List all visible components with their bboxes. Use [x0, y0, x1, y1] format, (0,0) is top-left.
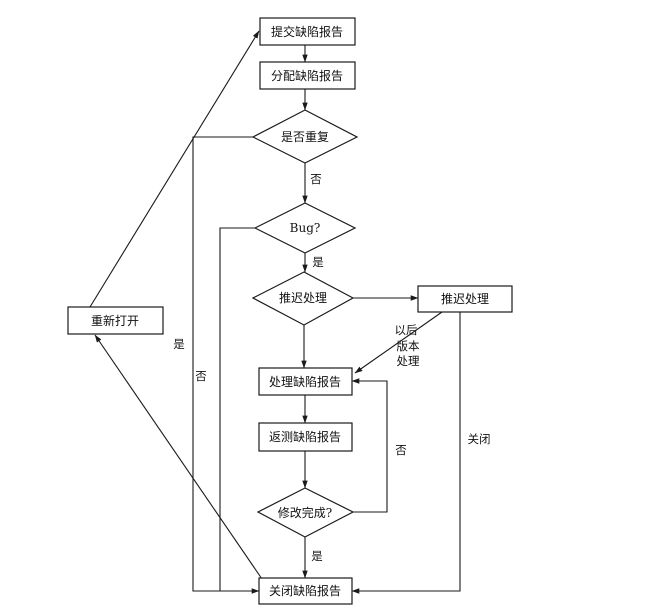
edge-defer-box-to-process: [354, 311, 443, 374]
label-fix-done: 是: [311, 549, 323, 563]
edge-defer-box-to-close: [351, 312, 461, 594]
node-duplicate-check: 是否重复: [251, 109, 359, 164]
label-not-bug: 否: [195, 369, 207, 383]
node-defer-check-label: 推迟处理: [279, 291, 327, 305]
node-assign: 分配缺陷报告: [259, 61, 356, 90]
edge-reopen-to-submit: [89, 30, 260, 308]
node-reopen: 重新打开: [67, 306, 164, 335]
edge-fix-not-done-loop: [351, 378, 388, 513]
label-later-version-line-2: 版本: [397, 339, 420, 353]
node-fix-done-check: 修改完成?: [256, 487, 355, 538]
node-retest-label: 返测缺陷报告: [269, 429, 341, 444]
node-submit: 提交缺陷报告: [259, 17, 356, 46]
node-defer-box: 推迟处理: [417, 285, 513, 313]
node-close: 关闭缺陷报告: [258, 577, 353, 605]
label-not-duplicate: 否: [310, 172, 322, 186]
edge-duplicate-yes-to-close: [192, 136, 260, 594]
node-defer-check: 推迟处理: [251, 271, 355, 326]
node-reopen-label: 重新打开: [91, 313, 139, 328]
node-fix-done-check-label: 修改完成?: [278, 505, 332, 520]
label-later-version-line-3: 处理: [397, 354, 420, 368]
node-close-label: 关闭缺陷报告: [269, 583, 341, 598]
label-later-version-line-1: 以后: [395, 323, 418, 337]
node-duplicate-check-label: 是否重复: [281, 130, 329, 144]
label-defer-close: 关闭: [468, 432, 491, 446]
node-defer-box-label: 推迟处理: [441, 292, 489, 306]
label-duplicate-yes: 是: [173, 337, 185, 351]
node-submit-label: 提交缺陷报告: [271, 24, 343, 39]
node-bug-check-label: Bug?: [290, 221, 321, 235]
label-is-bug: 是: [312, 255, 324, 269]
edge-close-to-reopen: [94, 334, 263, 580]
node-process: 处理缺陷报告: [258, 367, 353, 396]
node-process-label: 处理缺陷报告: [269, 374, 341, 389]
label-fix-not-done: 否: [395, 443, 407, 457]
node-bug-check: Bug?: [253, 202, 357, 254]
node-assign-label: 分配缺陷报告: [271, 68, 343, 83]
node-retest: 返测缺陷报告: [258, 422, 353, 452]
edge-not-bug-to-close: [219, 227, 255, 591]
